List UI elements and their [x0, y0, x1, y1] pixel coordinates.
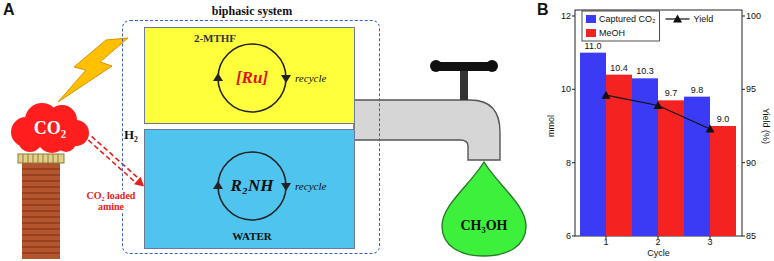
legend-frame — [582, 11, 660, 41]
gas-label: H₂ — [124, 127, 138, 143]
chimney-body — [22, 163, 60, 259]
bar — [658, 100, 684, 236]
recycle-arrowhead — [281, 183, 291, 191]
bar — [684, 97, 710, 236]
aqueous-phase-box: R₂NH recycleWATER — [144, 129, 355, 249]
axis-tick — [572, 236, 575, 237]
yield-marker — [654, 101, 663, 109]
faucet-handle — [436, 62, 492, 71]
phase-name: WATER — [232, 230, 272, 242]
legend-label: MeOH — [599, 28, 625, 38]
drop-outline — [438, 160, 530, 258]
chimney — [18, 154, 64, 259]
legend-label: Captured CO₂ — [599, 14, 656, 24]
axis-title: mmol — [546, 115, 556, 137]
cloud-label: CO₂ — [34, 118, 66, 139]
bar — [632, 78, 658, 236]
tick-label: 1 — [603, 237, 608, 247]
legend-label: Yield — [694, 14, 714, 24]
axis-tick — [572, 89, 575, 90]
axis-tick — [572, 16, 575, 17]
axis-title: Yield (%) — [761, 108, 771, 144]
flow-label: CO₂ loaded amine — [80, 190, 142, 212]
faucet-body — [354, 100, 500, 160]
tick-label: 12 — [561, 11, 571, 21]
cycle-label: recycle — [295, 72, 326, 84]
brick-lines — [22, 169, 60, 253]
legend-marker-sample — [673, 15, 682, 23]
yield-marker — [602, 91, 611, 99]
value-label: 9.0 — [717, 114, 730, 124]
yield-marker — [706, 124, 715, 132]
tick-label: 6 — [566, 231, 571, 241]
recycle-circle — [218, 44, 286, 112]
axis-title: Cycle — [647, 248, 670, 258]
chimney-grate — [18, 154, 64, 163]
phase-name: 2-MTHF — [194, 32, 236, 44]
axis-tick — [742, 162, 745, 163]
value-label: 9.8 — [691, 85, 704, 95]
axis-tick — [742, 16, 745, 17]
tick-label: 100 — [746, 11, 761, 21]
bar — [710, 126, 736, 236]
catalyst-label: [Ru] — [236, 68, 268, 88]
value-label: 10.3 — [636, 66, 654, 76]
tick-label: 10 — [561, 84, 571, 94]
recycle-circle — [218, 152, 286, 220]
flow-line — [92, 136, 140, 179]
value-label: 11.0 — [585, 41, 602, 51]
flow-line — [88, 140, 136, 183]
legend-swatch — [586, 15, 596, 23]
panel-letter: A — [3, 1, 15, 19]
value-label: 9.7 — [665, 88, 678, 98]
cycle-label: recycle — [295, 180, 326, 192]
plot-frame — [575, 10, 742, 236]
faucet-stem — [460, 70, 468, 100]
legend-swatch — [586, 29, 596, 37]
methanol-drop: CH₃OH — [438, 160, 530, 258]
tick-label: 2 — [655, 237, 660, 247]
axis-tick — [742, 236, 745, 237]
recycle-arrowhead — [281, 75, 291, 83]
grate-bars — [23, 154, 58, 163]
dashed-flow-arrow — [88, 136, 144, 186]
handle-knob — [486, 60, 498, 72]
recycle-arrowhead — [213, 181, 223, 189]
axis-tick — [742, 89, 745, 90]
tick-label: 8 — [566, 158, 571, 168]
tick-label: 3 — [707, 237, 712, 247]
faucet — [354, 60, 500, 160]
tick-label: 90 — [746, 158, 756, 168]
organic-phase-box: 2-MTHF [Ru] recycle — [144, 27, 355, 124]
drop-label: CH₃OH — [461, 218, 508, 234]
frame-title: biphasic system — [212, 4, 292, 19]
amine-label: R₂NH — [231, 176, 274, 196]
co2-cloud: CO₂ — [6, 98, 90, 154]
axis-tick — [572, 162, 575, 163]
yield-line — [606, 95, 710, 129]
bar — [580, 53, 606, 236]
panel-letter: B — [537, 1, 549, 19]
biphasic-system-frame: biphasic system2-MTHF[Ru]recycleR₂NHrecy… — [122, 20, 380, 254]
recycle-arrowhead — [213, 73, 223, 81]
drop-shape — [442, 162, 526, 256]
value-label: 10.4 — [610, 63, 628, 73]
tick-label: 85 — [746, 231, 756, 241]
lightning-bolt — [58, 38, 128, 102]
tick-label: 95 — [746, 84, 756, 94]
handle-knob — [430, 60, 442, 72]
bar — [606, 75, 632, 236]
arrowhead — [134, 177, 144, 187]
